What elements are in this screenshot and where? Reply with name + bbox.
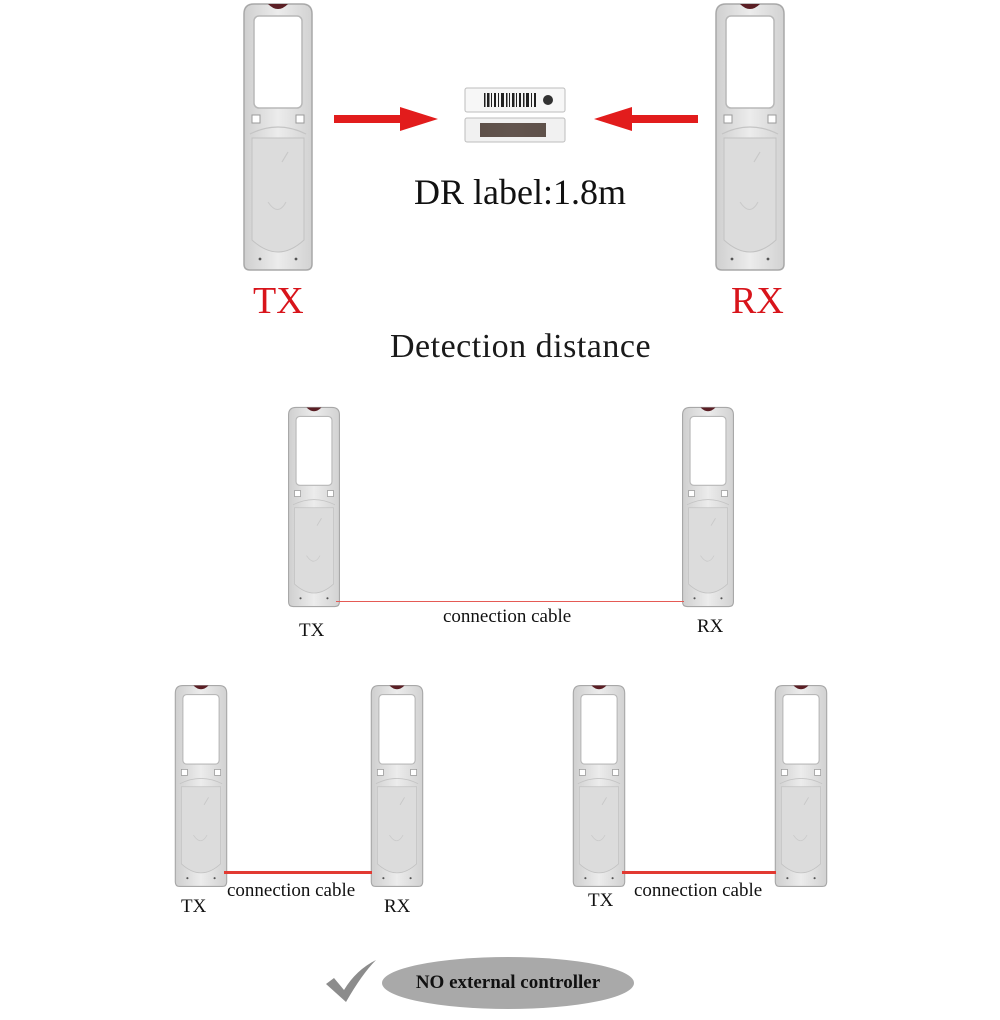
bottom-left-cable-label: connection cable [227, 880, 356, 901]
left-arrow-icon [594, 107, 698, 131]
rx-gate-icon [710, 2, 790, 272]
dr-label-tag-icon [464, 87, 566, 143]
bottom-right-cable-label: connection cable [634, 880, 763, 901]
bottom-right-tx-gate-icon [568, 684, 630, 888]
middle-tx-label: TX [299, 620, 325, 641]
bottom-left-tx-label: TX [181, 896, 207, 917]
middle-tx-gate-icon [284, 406, 344, 608]
bottom-left-tx-gate-icon [170, 684, 232, 888]
bottom-left-rx-label: RX [384, 896, 411, 917]
bottom-left-rx-gate-icon [366, 684, 428, 888]
tx-gate-icon [238, 2, 318, 272]
check-mark-icon [326, 960, 376, 1002]
section-title: Detection distance [390, 328, 652, 365]
middle-rx-label: RX [697, 616, 724, 637]
right-arrow-icon [334, 107, 438, 131]
middle-connection-cable [336, 601, 684, 602]
no-external-controller-badge: NO external controller [382, 957, 634, 1009]
bottom-left-connection-cable [224, 871, 372, 874]
badge-text: NO external controller [415, 972, 601, 993]
middle-rx-gate-icon [678, 406, 738, 608]
top-rx-label: RX [731, 280, 784, 322]
middle-cable-label: connection cable [443, 606, 572, 627]
tag-caption: DR label:1.8m [414, 172, 626, 212]
bottom-right-connection-cable [622, 871, 776, 874]
bottom-right-rx-gate-icon [770, 684, 832, 888]
top-tx-label: TX [253, 280, 304, 322]
bottom-right-tx-label: TX [588, 890, 614, 911]
